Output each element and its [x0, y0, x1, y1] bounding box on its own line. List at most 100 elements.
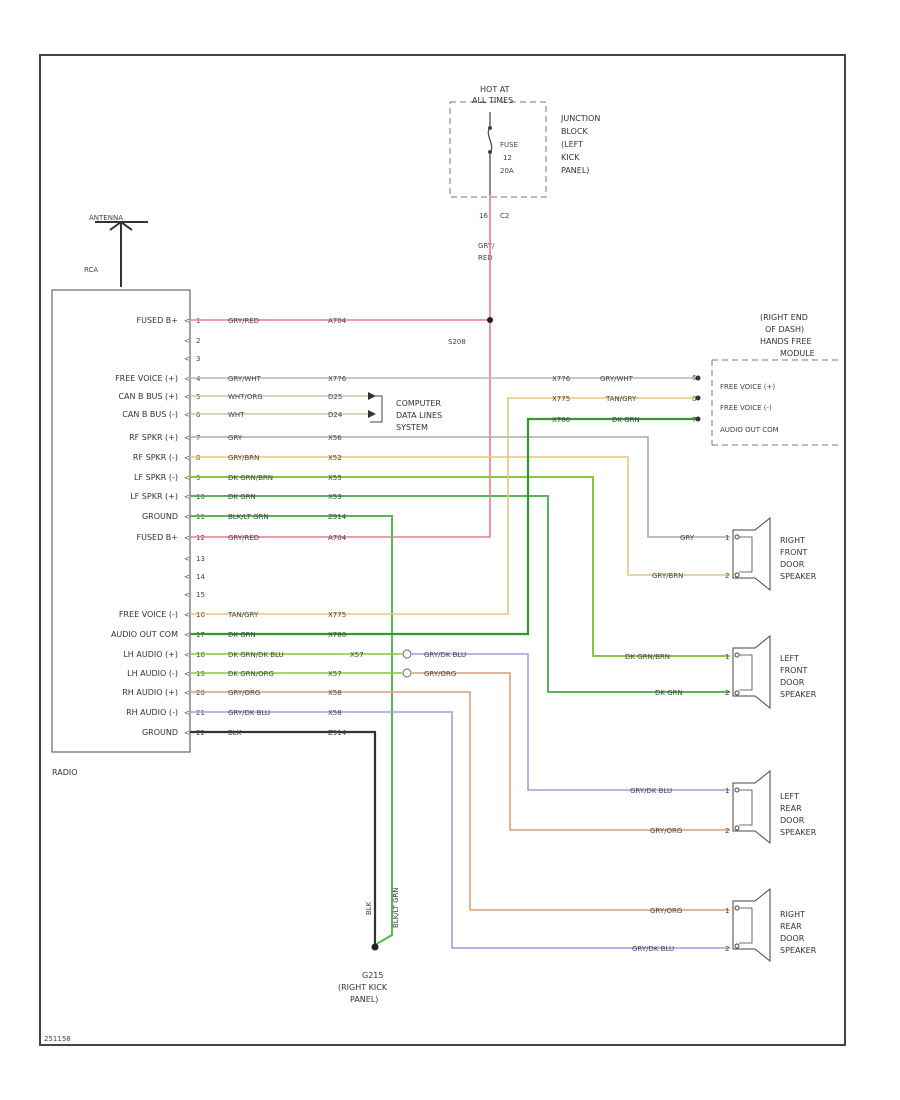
radio-pin-number-5: 5	[196, 393, 200, 401]
radio-box	[51, 289, 191, 753]
speaker-rf-name-3: DOOR	[780, 560, 805, 569]
radio-pin-cavity-17: <	[184, 631, 190, 639]
wire-harness: S208	[190, 195, 730, 951]
wire-label-color-17: DK GRN	[228, 631, 256, 639]
wire-labels: GRY/RED A704 GRY/WHT X776 WHT/ORG D25 WH…	[227, 317, 640, 737]
wire-ground-blk-lt-grn	[190, 515, 393, 946]
antenna-icon: ANTENNA RCA	[84, 214, 148, 287]
radio-pin-label-6: CAN B BUS (-)	[122, 410, 178, 419]
splice-dot	[487, 317, 493, 323]
junction-line-5: PANEL)	[561, 166, 589, 175]
hands-free-outline	[711, 359, 840, 446]
wire-label-circuit-1: A704	[328, 317, 347, 325]
fuse-element	[487, 127, 493, 153]
speaker-rf-name-1: RIGHT	[780, 536, 805, 545]
radio-pin-number-2: 2	[196, 337, 200, 345]
wire-label-circuit-18: X57	[350, 651, 364, 659]
speaker-lr-name-3: DOOR	[780, 816, 805, 825]
ground-id: G215	[362, 971, 383, 980]
wire-label-color-7: GRY	[228, 434, 243, 442]
mid-wire-label-2: GRY/ORG	[424, 670, 456, 678]
speaker-rr-pin2: 2	[725, 945, 729, 953]
speaker-lf-wire1: DK GRN/BRN	[625, 653, 670, 661]
speaker-lr-wire1: GRY/DK BLU	[630, 787, 672, 795]
hot-at-label: HOT AT	[480, 85, 510, 94]
radio-pin-number-1: 1	[196, 317, 200, 325]
ground-point	[371, 943, 379, 951]
wire-label-circuit-11: Z914	[328, 513, 347, 521]
hands-free-dot-1	[695, 375, 701, 381]
radio-pin-cavity-4: <	[184, 375, 190, 383]
speaker-rf-pin2: 2	[725, 572, 729, 580]
radio-pin-label-20: RH AUDIO (+)	[122, 688, 178, 697]
radio-pin-number-16: 16	[196, 611, 205, 619]
wire-label-circuit-5: D25	[328, 393, 342, 401]
speaker-lf-name-2: FRONT	[780, 666, 807, 675]
wire-label-circuit-8: X52	[328, 454, 342, 462]
hands-free-label-1: FREE VOICE (+)	[720, 383, 775, 391]
fuse-amperage: 20A	[500, 167, 514, 175]
wire-label-color-10: DK GRN	[228, 493, 256, 501]
radio-pin-number-8: 8	[196, 454, 200, 462]
radio-pin-cavity-13: <	[184, 555, 190, 563]
wire-rf-speaker-minus	[190, 456, 730, 576]
wire-label-color-21: GRY/DK BLU	[228, 709, 270, 717]
wire-label-circuit-21: X58	[328, 709, 342, 717]
radio-pin-number-13: 13	[196, 555, 205, 563]
speaker-rr-name-2: REAR	[780, 922, 802, 931]
junction-line-3: (LEFT	[561, 140, 583, 149]
speaker-rf-name-4: SPEAKER	[780, 572, 817, 581]
radio-pin-label-5: CAN B BUS (+)	[118, 392, 178, 401]
wire-ground-blk	[190, 730, 377, 945]
inline-connector-1	[402, 649, 412, 659]
wire-label-circuit-9: X55	[328, 474, 342, 482]
wire-rh-audio-plus	[190, 691, 730, 911]
splice-label: S208	[448, 338, 466, 346]
junction-line-1: JUNCTION	[560, 114, 600, 123]
antenna-label: ANTENNA	[89, 214, 123, 222]
speaker-rr-name-1: RIGHT	[780, 910, 805, 919]
speaker-rr-pin1: 1	[725, 907, 729, 915]
wire-label-color-6: WHT	[228, 411, 245, 419]
wire-label-circuit-12: A704	[328, 534, 347, 542]
wire-lf-speaker-minus	[190, 476, 730, 657]
ground-location-1: (RIGHT KICK	[338, 983, 388, 992]
radio-pin-number-18: 18	[196, 651, 205, 659]
junction-block-outline	[449, 101, 547, 198]
wire-label-circuit-17: X780	[328, 631, 346, 639]
wire-fused-b-plus	[190, 195, 491, 538]
speaker-rr-name-4: SPEAKER	[780, 946, 817, 955]
feed-wire-color-1: GRY/	[478, 242, 495, 250]
radio-pin-cavity-20: <	[184, 689, 190, 697]
computer-data-line-3: SYSTEM	[396, 423, 428, 432]
all-times-label: ALL TIMES	[472, 96, 513, 105]
radio-pin-cavity-10: <	[184, 493, 190, 501]
hands-free-circuit-2: X775	[552, 395, 570, 403]
wire-label-circuit-7: X56	[328, 434, 342, 442]
speaker-lf: DK GRN/BRN DK GRN 1 2 LEFT FRONT DOOR SP…	[625, 634, 817, 710]
radio-pin-number-3: 3	[196, 355, 200, 363]
radio-pin-number-15: 15	[196, 591, 205, 599]
ground-location-2: PANEL)	[350, 995, 378, 1004]
radio-pin-label-21: RH AUDIO (-)	[126, 708, 178, 717]
fuse-number: 12	[503, 154, 512, 162]
wire-label-color-8: GRY/BRN	[228, 454, 259, 462]
radio-pin-cavity-2: <	[184, 337, 190, 345]
radio-name: RADIO	[52, 768, 78, 777]
speaker-lf-name-4: SPEAKER	[780, 690, 817, 699]
data-line-arrow-2	[368, 410, 376, 418]
radio-pin-label-17: AUDIO OUT COM	[111, 630, 178, 639]
radio-pin-cavity-18: <	[184, 651, 190, 659]
wire-label-color-9: DK GRN/BRN	[228, 474, 273, 482]
wire-label-color-1: GRY/RED	[228, 317, 259, 325]
wire-label-color-11: BLK/LT GRN	[228, 513, 269, 521]
radio-pin-cavity-6: <	[184, 411, 190, 419]
wire-label-color-12: GRY/RED	[228, 534, 259, 542]
wire-label-circuit-22: Z914	[328, 729, 347, 737]
wire-label-circuit-19: X57	[328, 670, 342, 678]
radio-pin-label-22: GROUND	[142, 728, 178, 737]
hands-free-circuit-3: X780	[552, 416, 570, 424]
radio-pin-cavity-16: <	[184, 611, 190, 619]
junction-block: HOT AT ALL TIMES FUSE 12 20A JUNCTION BL…	[449, 85, 600, 262]
